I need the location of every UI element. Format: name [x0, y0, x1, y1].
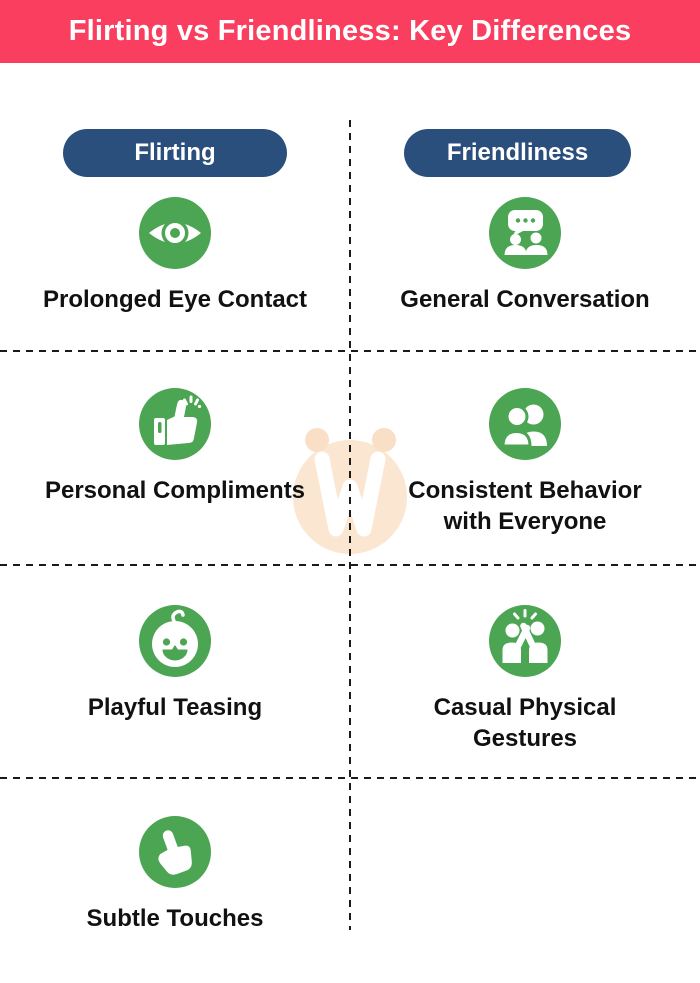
header-banner: Flirting vs Friendliness: Key Difference…: [0, 0, 700, 63]
cell-general-conversation: General Conversation: [350, 197, 700, 315]
column-header-friendliness-label: Friendliness: [446, 139, 589, 166]
two-people-icon: [489, 388, 561, 460]
thumbs-up-sparkle-icon: [139, 388, 211, 460]
baby-face-icon: [139, 605, 211, 677]
pointing-hand-icon: [139, 816, 211, 888]
cell-personal-compliments: Personal Compliments: [0, 388, 350, 506]
column-header-flirting-label: Flirting: [134, 139, 216, 166]
item-label: General Conversation: [400, 286, 650, 313]
item-label: Consistent Behavior with Everyone: [408, 477, 642, 536]
page-title: Flirting vs Friendliness: Key Difference…: [68, 15, 632, 47]
cell-subtle-touches: Subtle Touches: [0, 816, 350, 934]
item-label: Playful Teasing: [87, 694, 263, 721]
item-label: Subtle Touches: [86, 905, 264, 932]
cell-casual-physical-gestures: Casual Physical Gestures: [350, 605, 700, 754]
item-label: Personal Compliments: [44, 477, 306, 504]
item-label: Casual Physical Gestures: [433, 694, 617, 753]
cell-prolonged-eye-contact: Prolonged Eye Contact: [0, 197, 350, 315]
high-five-icon: [489, 605, 561, 677]
column-header-flirting: Flirting: [63, 129, 287, 177]
conversation-people-icon: [489, 197, 561, 269]
eye-icon: [139, 197, 211, 269]
cell-playful-teasing: Playful Teasing: [0, 605, 350, 723]
column-header-friendliness: Friendliness: [404, 129, 631, 177]
item-label: Prolonged Eye Contact: [42, 286, 308, 313]
cell-consistent-behavior: Consistent Behavior with Everyone: [350, 388, 700, 537]
